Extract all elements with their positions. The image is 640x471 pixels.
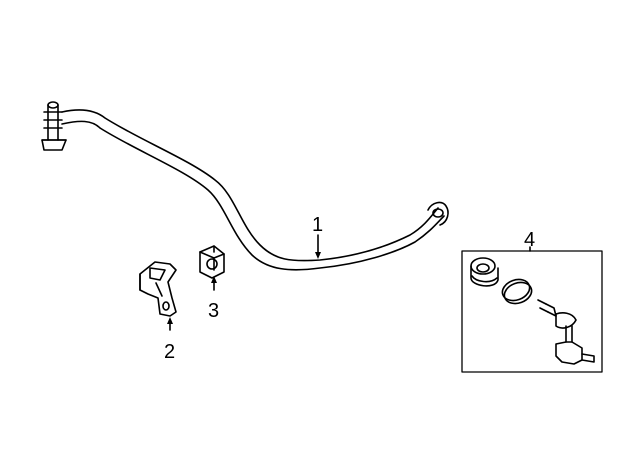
callout-1: 1 bbox=[312, 214, 323, 236]
kit-stabilizer-link bbox=[537, 299, 595, 365]
callout-2: 2 bbox=[164, 341, 175, 363]
callout-3: 3 bbox=[208, 300, 219, 322]
kit-ring bbox=[501, 278, 533, 305]
stabilizer-bushing bbox=[199, 245, 225, 279]
stabilizer-bar bbox=[41, 101, 449, 271]
arrowhead-1 bbox=[315, 252, 321, 259]
bar-end-eye bbox=[427, 201, 449, 226]
arrowhead-2 bbox=[167, 317, 173, 324]
stabilizer-bracket bbox=[139, 261, 177, 317]
part-4-kit-box bbox=[461, 250, 603, 373]
arrowhead-3 bbox=[211, 276, 217, 283]
callout-4: 4 bbox=[524, 229, 535, 251]
bar-end-bolt bbox=[41, 101, 67, 151]
kit-bushing bbox=[470, 257, 499, 287]
